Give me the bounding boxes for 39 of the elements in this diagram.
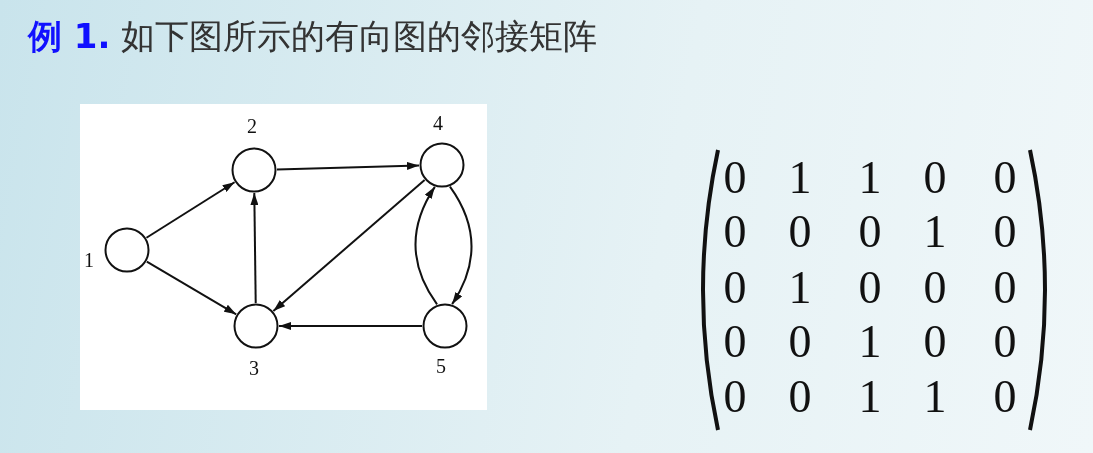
matrix-entry: 1 — [787, 153, 813, 203]
node-number: 4 — [433, 113, 443, 133]
node-number: 1 — [84, 250, 94, 270]
matrix-entry: 1 — [922, 207, 948, 257]
arrow — [250, 192, 259, 304]
matrix-entry: 0 — [857, 207, 883, 257]
matrix-entry: 0 — [787, 207, 813, 257]
matrix-entry: 0 — [922, 263, 948, 313]
arrow — [145, 260, 238, 316]
matrix-entry: 0 — [992, 317, 1018, 367]
matrix-entry: 1 — [857, 372, 883, 422]
node-number: 3 — [249, 358, 259, 378]
matrix-entry: 0 — [992, 263, 1018, 313]
matrix-entry: 0 — [922, 153, 948, 203]
matrix-entry: 0 — [992, 372, 1018, 422]
node-number: 5 — [436, 356, 446, 376]
matrix-entry: 0 — [787, 372, 813, 422]
arrow — [145, 181, 236, 239]
matrix-entry: 1 — [857, 153, 883, 203]
matrix-entry: 0 — [722, 263, 748, 313]
matrix-entry: 0 — [857, 263, 883, 313]
matrix-entry: 0 — [722, 207, 748, 257]
matrix-entry: 1 — [857, 317, 883, 367]
matrix-entry: 0 — [722, 317, 748, 367]
matrix-entry: 0 — [992, 207, 1018, 257]
arrow — [414, 185, 439, 306]
matrix-entry: 1 — [922, 372, 948, 422]
arrow — [448, 185, 473, 306]
matrix-entry: 0 — [922, 317, 948, 367]
arrow — [276, 161, 420, 171]
node-number: 2 — [247, 116, 257, 136]
arrow — [278, 322, 423, 330]
matrix-entry: 1 — [787, 263, 813, 313]
matrix-entry: 0 — [787, 317, 813, 367]
matrix-entry: 0 — [722, 372, 748, 422]
matrix-entry: 0 — [722, 153, 748, 203]
matrix-entry: 0 — [992, 153, 1018, 203]
title: 例 1. 如下图所示的有向图的邻接矩阵 — [28, 15, 598, 58]
arrow — [272, 179, 426, 312]
